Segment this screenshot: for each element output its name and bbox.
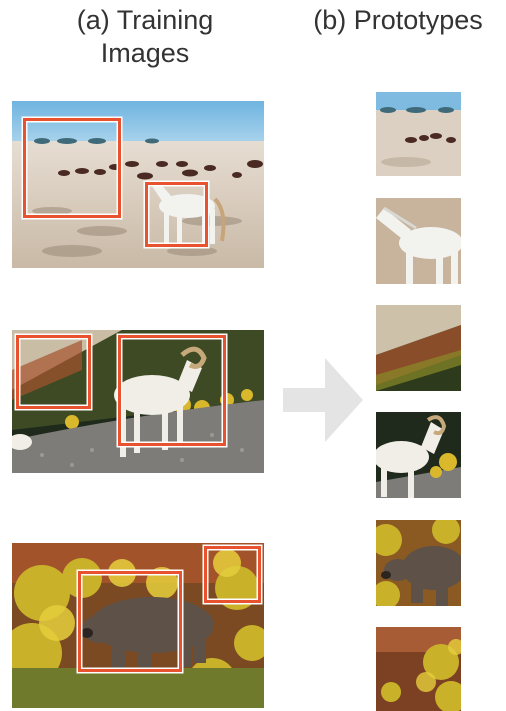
training-image-sheep	[12, 330, 264, 473]
prototype-patch-foliage	[376, 627, 461, 711]
training-image-horses	[12, 101, 264, 268]
training-image-bear	[12, 543, 264, 708]
region-box	[16, 335, 91, 409]
region-box	[204, 546, 261, 603]
heading-training-line1: (a) Training	[76, 5, 214, 35]
heading-prototypes: (b) Prototypes	[313, 5, 483, 35]
prototype-patch-sheep	[376, 412, 461, 498]
region-box	[118, 335, 226, 446]
heading-training-images: (a) Training Images	[0, 4, 290, 70]
prototype-patch-bear	[376, 520, 461, 606]
heading-training-line2: Images	[100, 38, 190, 68]
prototype-patch-horse	[376, 198, 461, 284]
prototype-patch-hillside	[376, 305, 461, 391]
region-box	[23, 118, 121, 218]
region-box	[78, 571, 182, 672]
arrow-right-icon	[283, 358, 363, 442]
prototype-patch-horse-background	[376, 92, 461, 176]
region-box	[145, 182, 208, 247]
